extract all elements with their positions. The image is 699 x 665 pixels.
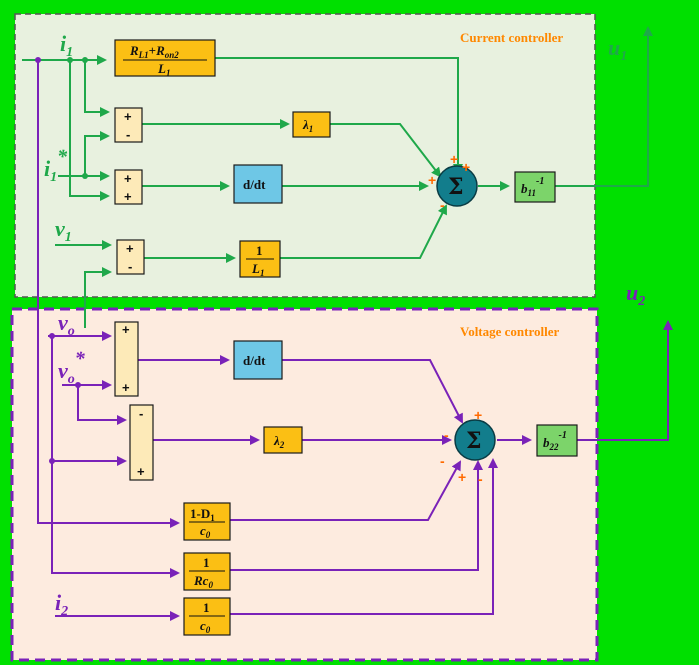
sum-junction-voltage: Σ + - - + - <box>440 407 496 487</box>
block-one-over-rc0: 1 Rc0 <box>183 552 231 591</box>
svg-text:-: - <box>139 406 143 421</box>
svg-text:+: + <box>126 241 134 256</box>
voltage-controller-title: Voltage controller <box>460 324 560 339</box>
current-wires <box>22 26 653 328</box>
svg-text:Σ: Σ <box>448 174 464 200</box>
block-ddt-voltage: d/dt <box>233 340 283 380</box>
svg-text:b22-1: b22-1 <box>543 430 567 452</box>
block-b11-inverse: b11-1 <box>514 171 556 203</box>
svg-text:+: + <box>137 464 145 479</box>
svg-text:b11-1: b11-1 <box>521 176 544 198</box>
label-u1: u1 <box>608 35 627 64</box>
svg-text:-: - <box>128 259 132 274</box>
svg-text:+: + <box>450 151 458 167</box>
svg-text:1: 1 <box>203 555 210 570</box>
label-u2: u2 <box>626 280 645 309</box>
label-i1: i1 <box>60 31 73 60</box>
svg-text:1: 1 <box>256 243 263 258</box>
sum-block-voltage-error-2: - + <box>129 404 154 481</box>
svg-text:+: + <box>458 469 466 485</box>
block-lambda-1: λ1 <box>292 111 331 138</box>
svg-text:-: - <box>444 427 449 443</box>
label-vo-ref: vo* <box>58 348 86 387</box>
svg-text:+: + <box>462 159 470 175</box>
block-r-over-l1: RL1+Ron2 L1 <box>114 39 216 78</box>
svg-text:c0: c0 <box>200 523 211 540</box>
block-one-minus-d1-over-c0: 1-D1 c0 <box>183 502 231 541</box>
label-i1-ref: i1* <box>44 146 68 185</box>
svg-text:+: + <box>122 322 130 337</box>
svg-text:+: + <box>474 407 482 423</box>
sum-block-error-1: + - <box>114 107 143 143</box>
svg-text:-: - <box>440 197 445 213</box>
svg-text:Rc0: Rc0 <box>193 573 213 590</box>
current-controller-title: Current controller <box>460 30 563 45</box>
voltage-controller-panel <box>10 307 599 662</box>
current-controller-panel <box>14 13 596 298</box>
svg-text:+: + <box>122 380 130 395</box>
svg-text:-: - <box>126 127 130 142</box>
block-b22-inverse: b22-1 <box>536 424 578 457</box>
sum-junction-current: Σ + + + - <box>428 151 478 213</box>
svg-text:Σ: Σ <box>466 428 482 454</box>
sum-block-error-2: + + <box>114 169 143 205</box>
sum-block-voltage-1: + - <box>116 239 145 275</box>
svg-text:L1: L1 <box>251 261 264 278</box>
voltage-wires <box>35 57 673 621</box>
label-v1: v1 <box>55 216 72 245</box>
svg-text:d/dt: d/dt <box>243 177 266 192</box>
svg-text:RL1+Ron2: RL1+Ron2 <box>129 43 179 60</box>
label-vo: vo <box>58 310 75 339</box>
svg-text:+: + <box>124 189 132 204</box>
block-ddt-current: d/dt <box>233 164 283 204</box>
svg-text:-: - <box>478 471 483 487</box>
block-lambda-2: λ2 <box>263 426 303 454</box>
svg-text:+: + <box>428 172 436 188</box>
svg-text:d/dt: d/dt <box>243 353 266 368</box>
svg-text:1: 1 <box>203 600 210 615</box>
svg-text:1-D1: 1-D1 <box>190 506 215 523</box>
block-one-over-l1: 1 L1 <box>239 240 281 278</box>
svg-text:λ1: λ1 <box>302 117 313 134</box>
label-i2: i2 <box>55 590 68 619</box>
svg-text:+: + <box>124 109 132 124</box>
svg-text:L1: L1 <box>157 61 170 78</box>
svg-text:-: - <box>440 453 445 469</box>
block-one-over-c0: 1 c0 <box>183 597 231 636</box>
svg-text:+: + <box>124 171 132 186</box>
svg-text:c0: c0 <box>200 618 211 635</box>
svg-text:λ2: λ2 <box>273 433 285 450</box>
sum-block-voltage-error-1: + + <box>114 321 139 397</box>
